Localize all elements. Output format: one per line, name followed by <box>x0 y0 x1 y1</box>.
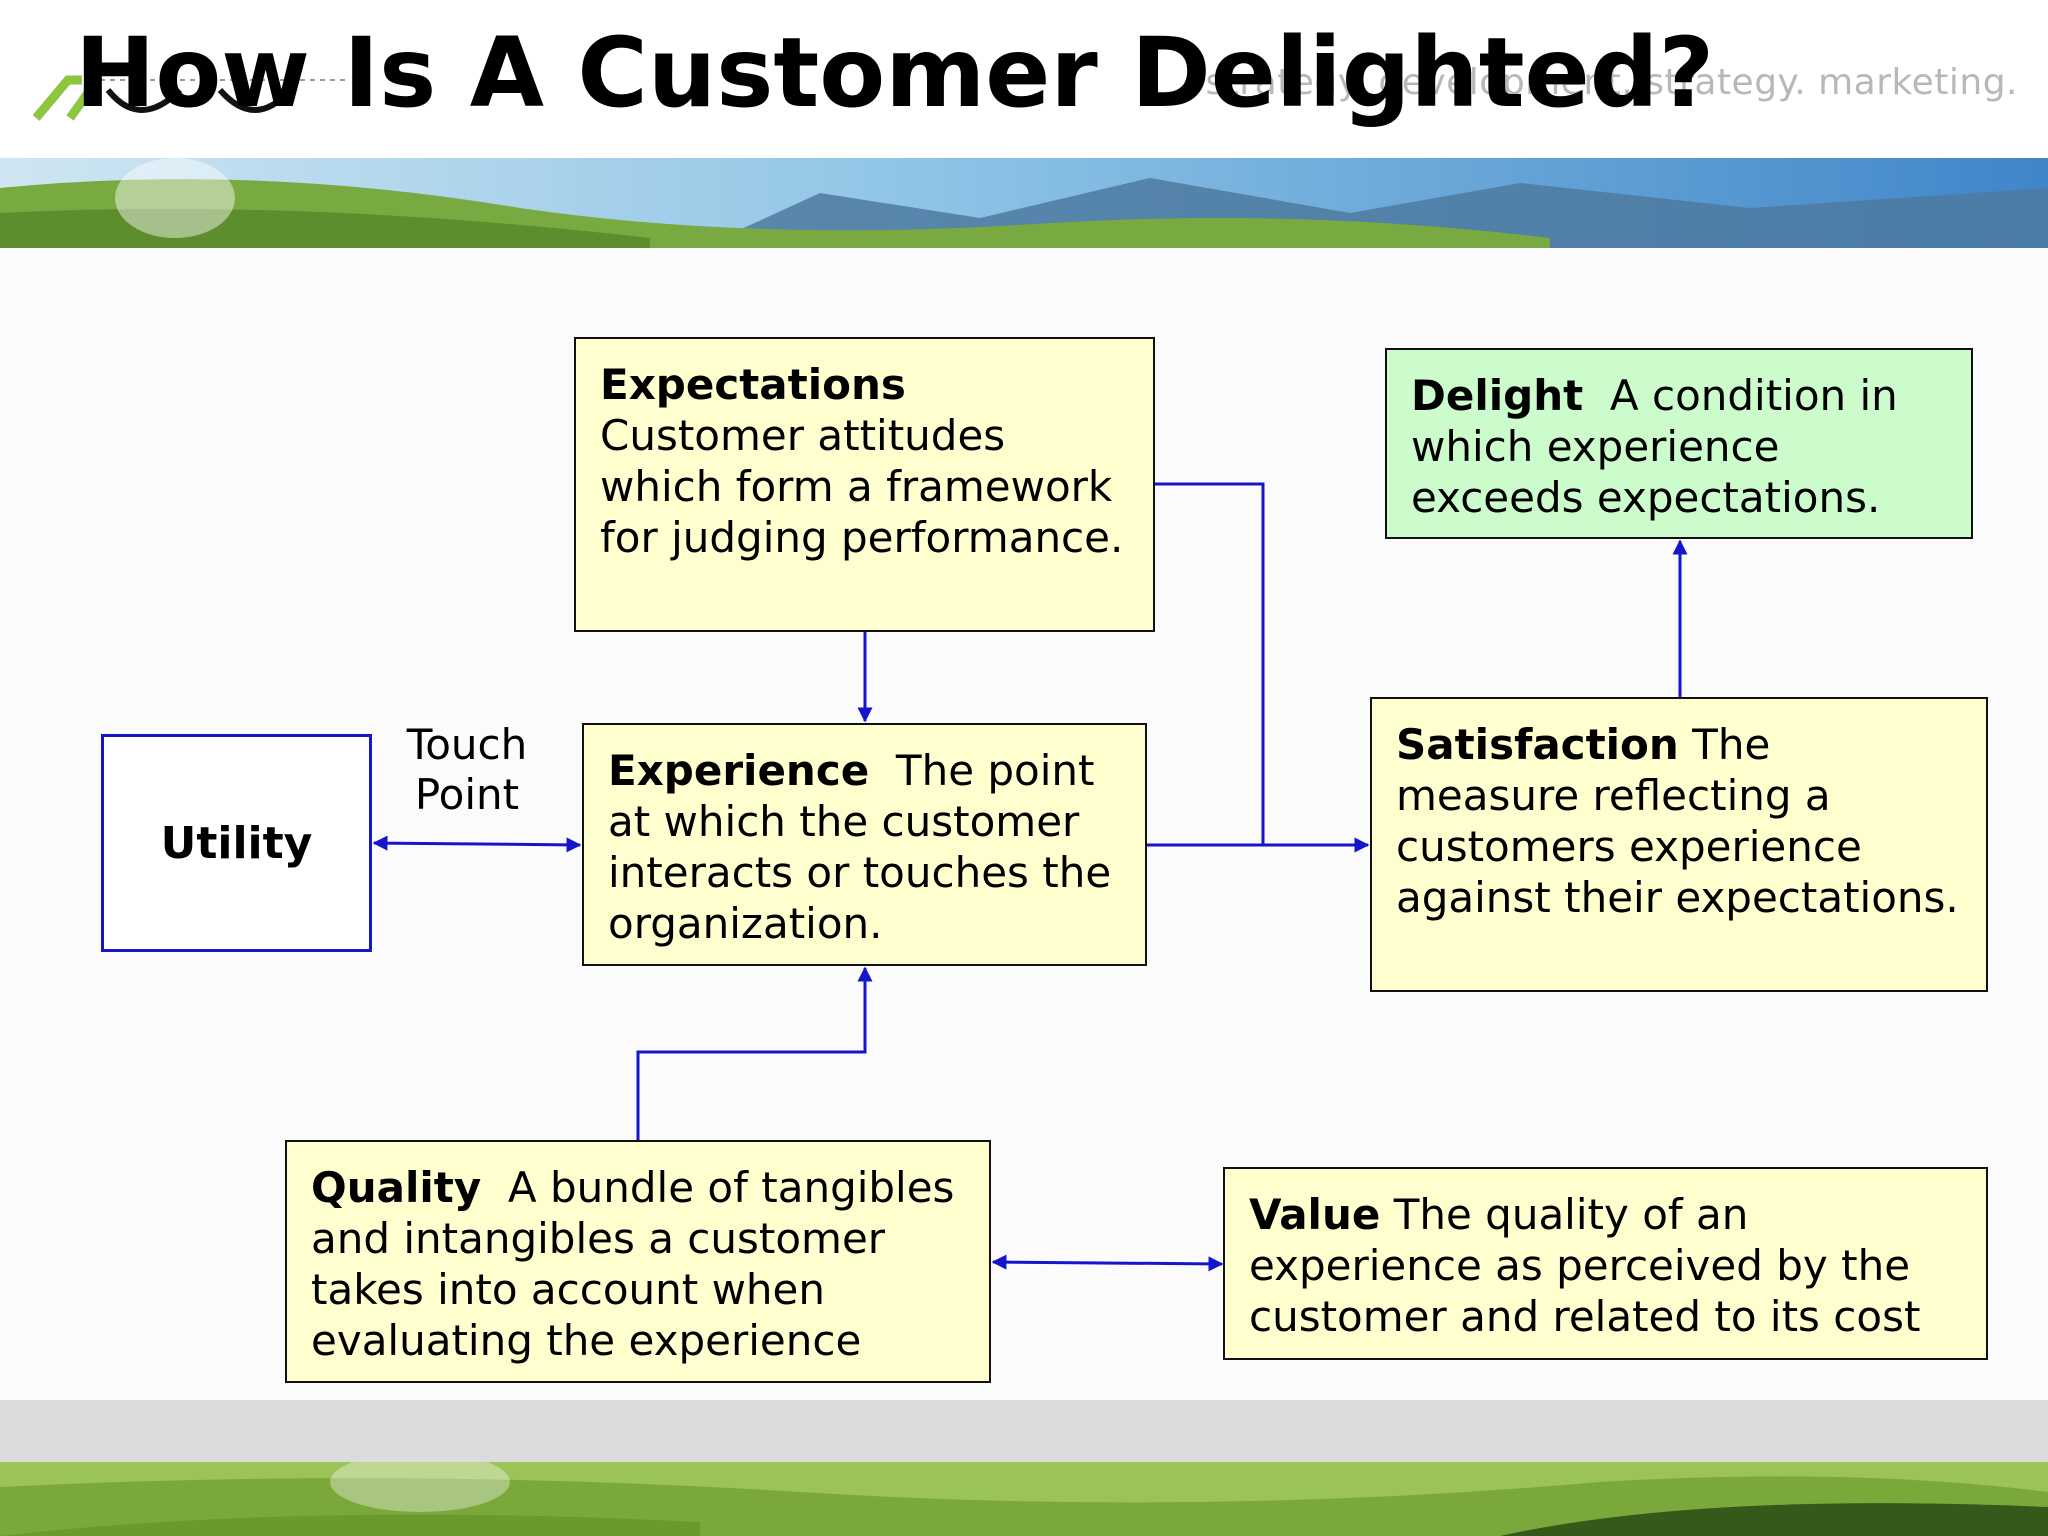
line-expectations-junction <box>1155 482 1265 845</box>
satisfaction-definition: The measure reflecting a customers exper… <box>1396 720 1959 922</box>
expectations-box: Expectations Customer attitudes which fo… <box>574 337 1155 632</box>
value-term: Value <box>1249 1190 1381 1239</box>
experience-box: Experience The point at which the custom… <box>582 723 1147 966</box>
header: strategy. development. strategy. marketi… <box>0 0 2048 158</box>
quality-definition: A bundle of tangibles and intangibles a … <box>311 1163 955 1365</box>
landscape-banner-top <box>0 158 2048 248</box>
utility-label: Utility <box>160 817 313 869</box>
satisfaction-box: Satisfaction The measure reflecting a cu… <box>1370 697 1988 992</box>
experience-definition: The point at which the customer interact… <box>608 746 1112 948</box>
satisfaction-term: Satisfaction <box>1396 720 1679 769</box>
delight-term: Delight <box>1411 371 1584 420</box>
touch-point-label: Touch Point <box>406 720 528 819</box>
expectations-definition: Customer attitudes which form a framewor… <box>600 411 1124 562</box>
quality-box: Quality A bundle of tangibles and intang… <box>285 1140 991 1383</box>
arrow-quality-experience <box>636 966 873 1140</box>
delight-box: Delight A condition in which experience … <box>1385 348 1973 539</box>
delight-definition: A condition in which experience exceeds … <box>1411 371 1898 522</box>
experience-term: Experience <box>608 746 870 795</box>
expectations-term: Expectations <box>600 360 906 409</box>
value-box: Value The quality of an experience as pe… <box>1223 1167 1988 1360</box>
utility-box: Utility <box>101 734 372 952</box>
logo <box>30 60 360 130</box>
value-definition: The quality of an experience as perceive… <box>1249 1190 1921 1341</box>
tagline: strategy. development. strategy. marketi… <box>1205 62 2018 103</box>
quality-term: Quality <box>311 1163 482 1212</box>
landscape-banner-bottom <box>0 1462 2048 1536</box>
arrow-utility-experience <box>372 835 582 853</box>
arrow-quality-value <box>991 1254 1224 1272</box>
page-title: How Is A Customer Delighted? <box>75 17 1715 129</box>
footer-strip <box>0 1400 2048 1462</box>
